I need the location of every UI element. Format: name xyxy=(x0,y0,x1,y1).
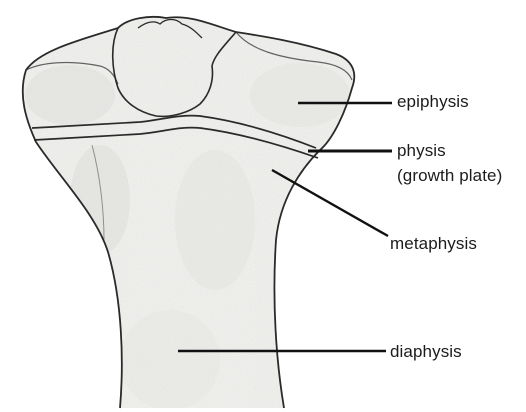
label-metaphysis: metaphysis xyxy=(390,234,477,254)
label-epiphysis: epiphysis xyxy=(397,92,469,112)
leader-metaphysis xyxy=(272,170,388,236)
label-diaphysis: diaphysis xyxy=(390,342,462,362)
label-growth-plate: (growth plate) xyxy=(397,166,502,186)
label-physis: physis xyxy=(397,141,446,161)
